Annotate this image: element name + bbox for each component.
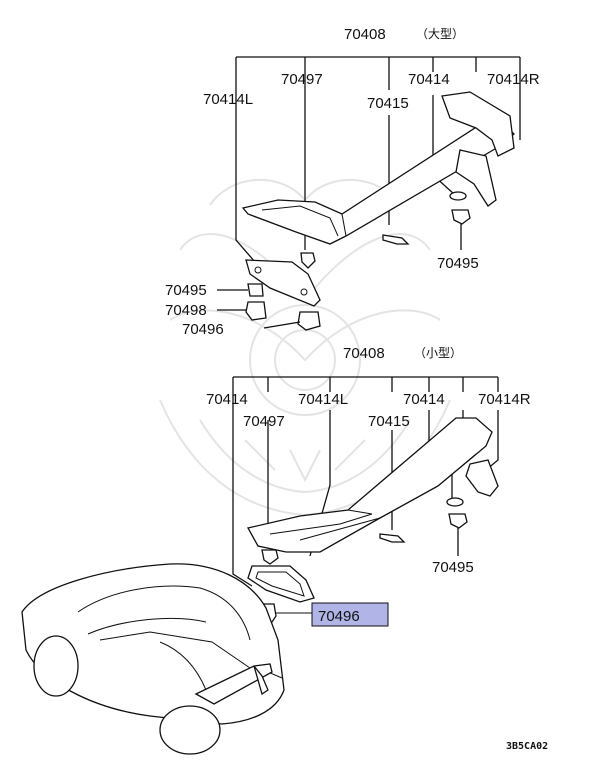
- lower-label-70414L: 70414L: [298, 391, 348, 408]
- upper-label-70497: 70497: [281, 71, 323, 88]
- upper-label-70414L: 70414L: [203, 91, 253, 108]
- lower-label-70414R: 70414R: [478, 391, 531, 408]
- upper-label-70498: 70498: [165, 302, 207, 319]
- upper-spoiler-group: 70408 （大型） 70414L 70497 70414 70414R 704…: [165, 26, 540, 338]
- lower-label-70495: 70495: [432, 559, 474, 576]
- upper-label-70495-left: 70495: [165, 282, 207, 299]
- lower-assembly-number: 70408: [343, 345, 385, 362]
- lower-label-70497: 70497: [243, 413, 285, 430]
- highlighted-part-label[interactable]: 70496: [318, 608, 360, 625]
- upper-label-70414: 70414: [408, 71, 450, 88]
- lower-assembly-size-note: （小型）: [414, 346, 462, 360]
- lower-label-70415: 70415: [368, 413, 410, 430]
- upper-label-70495-right: 70495: [437, 255, 479, 272]
- upper-label-70414R: 70414R: [487, 71, 540, 88]
- upper-label-70415: 70415: [367, 95, 409, 112]
- car-silhouette: [21, 563, 285, 755]
- highlighted-part-box[interactable]: [311, 602, 389, 627]
- diagram-code: 3B5CA02: [506, 741, 548, 752]
- lower-label-70414-right: 70414: [403, 391, 445, 408]
- upper-assembly-size-note: （大型）: [416, 27, 464, 41]
- lower-spoiler-group: 70408 （小型） 70414 70414L 70414 70414R 704…: [206, 345, 531, 627]
- upper-label-70496: 70496: [182, 321, 224, 338]
- upper-assembly-number: 70408: [344, 26, 386, 43]
- lower-label-70414-left: 70414: [206, 391, 248, 408]
